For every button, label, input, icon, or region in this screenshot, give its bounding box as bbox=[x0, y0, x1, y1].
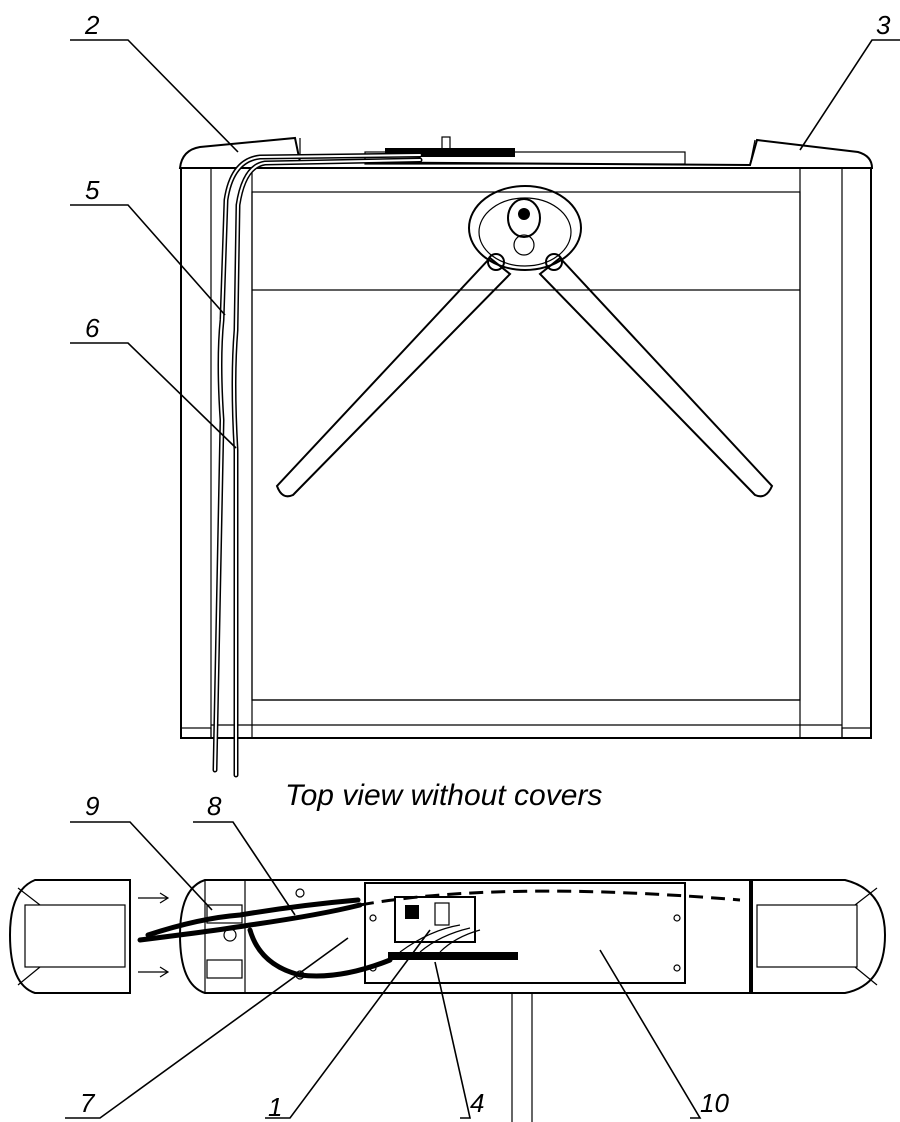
label-3: 3 bbox=[876, 10, 891, 40]
label-1: 1 bbox=[268, 1092, 282, 1122]
label-8: 8 bbox=[207, 791, 222, 821]
label-6: 6 bbox=[85, 313, 100, 343]
label-10: 10 bbox=[700, 1088, 729, 1118]
bottom-view bbox=[8, 879, 887, 1122]
label-7: 7 bbox=[80, 1088, 96, 1118]
top-view bbox=[178, 136, 874, 778]
label-2: 2 bbox=[84, 10, 100, 40]
leader-lines bbox=[65, 39, 900, 1119]
label-5: 5 bbox=[85, 175, 100, 205]
label-9: 9 bbox=[85, 791, 99, 821]
label-4: 4 bbox=[470, 1088, 484, 1118]
view-caption: Top view without covers bbox=[285, 779, 602, 812]
